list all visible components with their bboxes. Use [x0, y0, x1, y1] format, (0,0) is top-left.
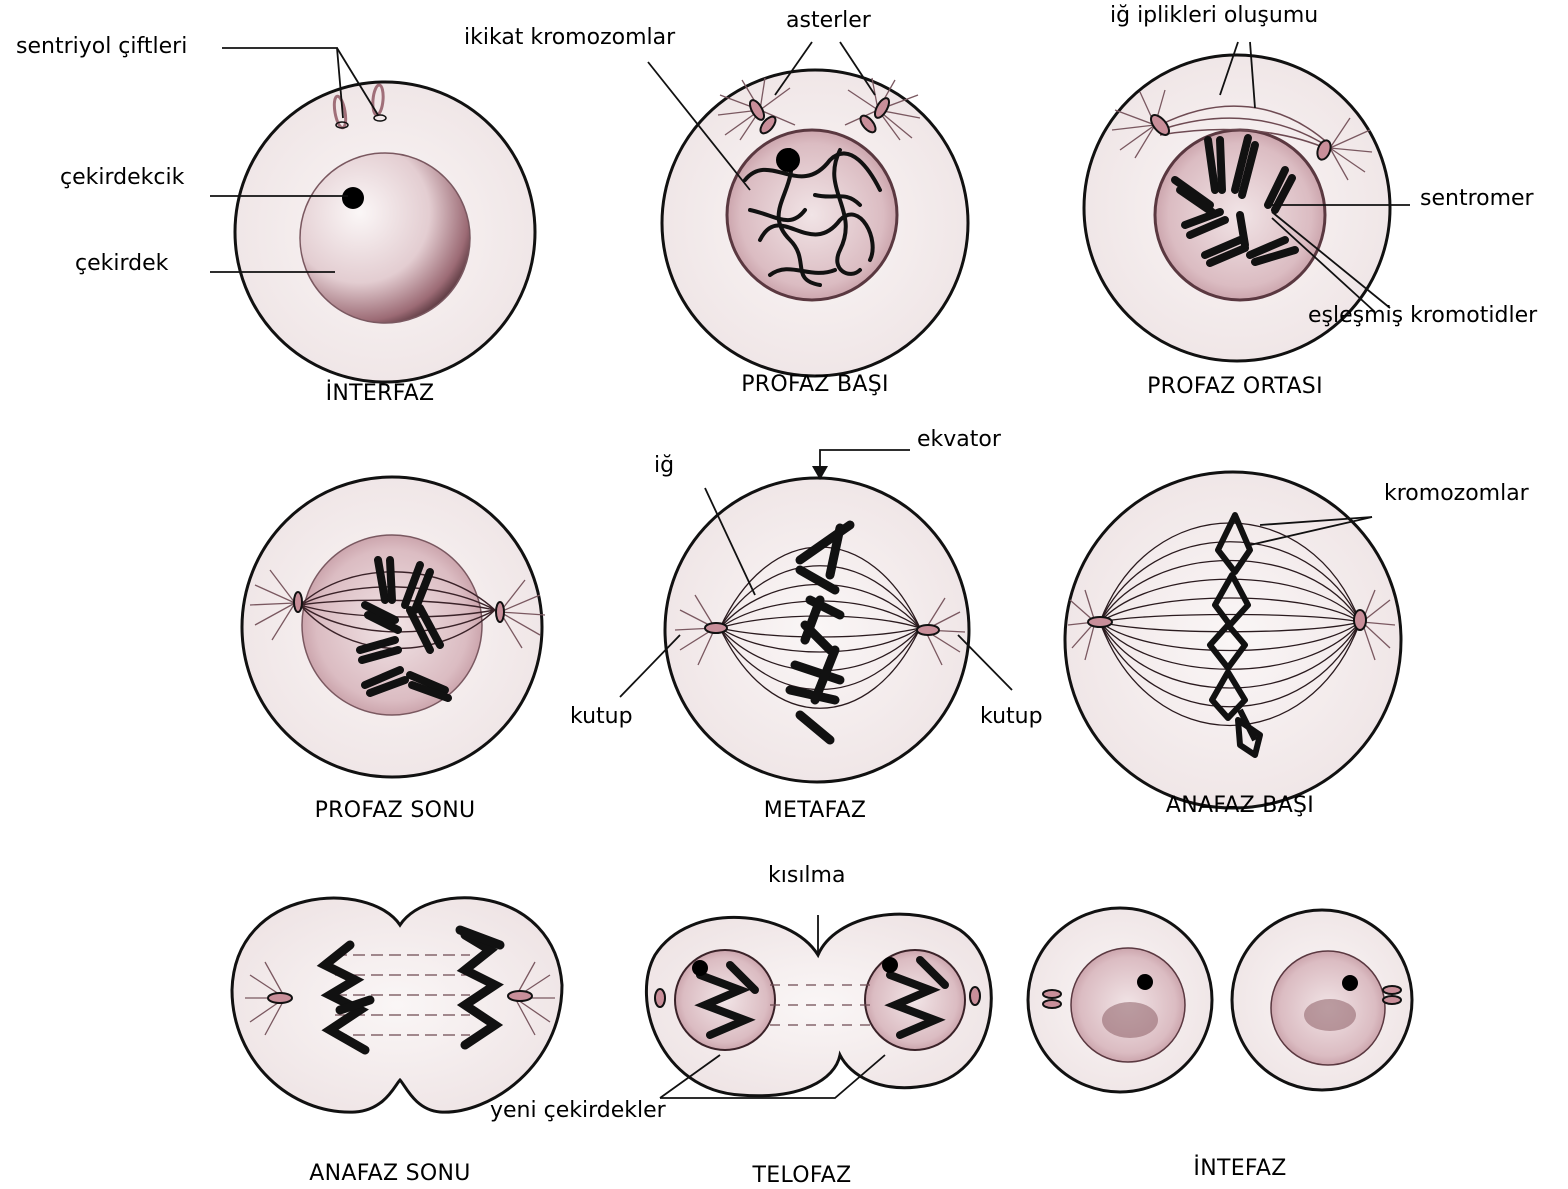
- label-sentriyol: sentriyol çiftleri: [16, 34, 187, 59]
- label-sentromer: sentromer: [1420, 186, 1535, 211]
- interfaz-cell: [235, 82, 535, 382]
- metafaz-cell: [665, 478, 969, 782]
- nucleus: [300, 153, 470, 323]
- label-yeni-cekirdekler: yeni çekirdekler: [490, 1098, 667, 1123]
- stage-title-profaz-ortasi: PROFAZ ORTASI: [1147, 374, 1323, 399]
- stage-title-interfaz: İNTERFAZ: [326, 380, 435, 406]
- nucleolus: [776, 148, 800, 172]
- label-ig: iğ: [654, 453, 674, 478]
- label-cekirdek: çekirdek: [75, 251, 169, 276]
- stage-title-anafaz-basi: ANAFAZ BAŞI: [1166, 793, 1314, 818]
- profaz-sonu-cell: [242, 477, 545, 777]
- nucleus: [727, 130, 897, 300]
- label-ig-iplikleri: iğ iplikleri oluşumu: [1110, 3, 1318, 28]
- nucleolus: [342, 187, 364, 209]
- label-kutup-left: kutup: [570, 704, 633, 729]
- label-asterler: asterler: [786, 8, 872, 33]
- stage-title-intefaz: İNTEFAZ: [1193, 1155, 1286, 1181]
- anafaz-sonu-cell: [232, 898, 562, 1112]
- stage-title-profaz-basi: PROFAZ BAŞI: [741, 372, 889, 397]
- label-kisilma: kısılma: [768, 863, 845, 888]
- label-ikikat: ikikat kromozomlar: [464, 25, 676, 50]
- stage-title-telofaz: TELOFAZ: [752, 1163, 852, 1188]
- label-cekirdekcik: çekirdekcik: [60, 165, 185, 190]
- label-kutup-right: kutup: [980, 704, 1043, 729]
- intefaz-cell-left: [1028, 908, 1212, 1092]
- stage-title-metafaz: METAFAZ: [764, 798, 867, 823]
- stage-title-profaz-sonu: PROFAZ SONU: [315, 798, 476, 823]
- label-ekvator: ekvator: [917, 427, 1002, 452]
- label-kromozomlar: kromozomlar: [1384, 481, 1530, 506]
- label-eslesmis: eşleşmiş kromotidler: [1308, 303, 1538, 328]
- stage-title-anafaz-sonu: ANAFAZ SONU: [309, 1161, 470, 1186]
- intefaz-cell-right: [1232, 910, 1412, 1090]
- profaz-basi-cell: [662, 70, 968, 376]
